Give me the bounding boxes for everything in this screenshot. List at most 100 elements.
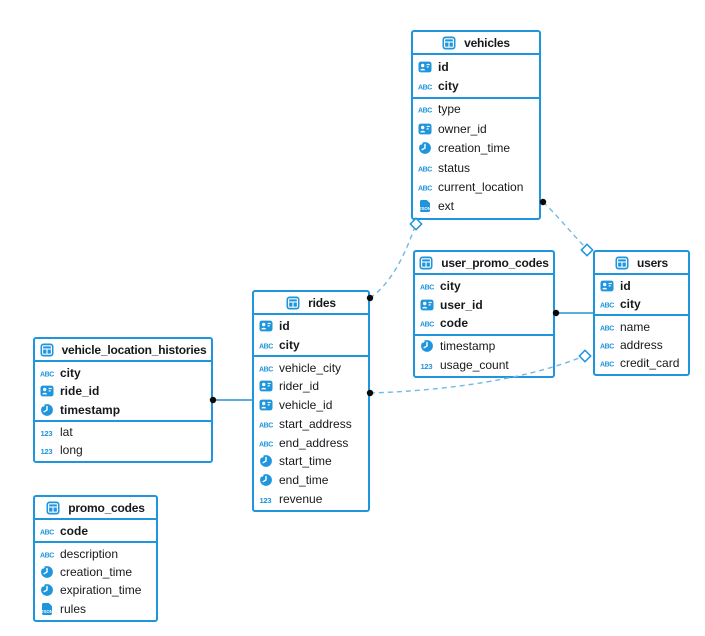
number-type-icon: 123: [40, 444, 58, 456]
relationship-line[interactable]: [542, 201, 585, 247]
field-rides-start_time[interactable]: start_time: [254, 452, 368, 471]
field-name: lat: [60, 424, 73, 439]
json-type-icon: JSON: [418, 199, 436, 213]
field-rides-vehicle_id[interactable]: vehicle_id: [254, 396, 368, 415]
field-rides-city[interactable]: ABC city: [254, 336, 368, 355]
svg-text:ABC: ABC: [418, 85, 432, 92]
timestamp-type-icon: [418, 141, 436, 155]
field-promo_codes-expiration_time[interactable]: expiration_time: [35, 581, 156, 599]
svg-text:ABC: ABC: [259, 441, 273, 448]
table-header[interactable]: vehicles: [413, 32, 539, 55]
text-type-icon: ABC: [600, 339, 618, 351]
field-users-city[interactable]: ABC city: [595, 295, 688, 313]
field-vehicle_location_histories-ride_id[interactable]: ride_id: [35, 382, 211, 400]
field-name: start_address: [279, 416, 352, 431]
primary-key-separator: [35, 541, 156, 544]
table-name: vehicles: [464, 35, 510, 50]
field-name: city: [279, 338, 300, 353]
text-type-icon: ABC: [259, 362, 277, 374]
table-header[interactable]: users: [595, 252, 688, 275]
text-type-icon: ABC: [418, 162, 436, 174]
table-icon: [286, 296, 304, 310]
field-name: timestamp: [60, 402, 121, 417]
field-vehicles-owner_id[interactable]: owner_id: [413, 119, 539, 138]
svg-text:123: 123: [260, 496, 272, 505]
field-users-id[interactable]: id: [595, 277, 688, 295]
table-icon: [40, 343, 58, 357]
field-name: rules: [60, 601, 87, 616]
field-vehicles-id[interactable]: id: [413, 57, 539, 76]
field-name: start_time: [279, 454, 332, 469]
table-header[interactable]: user_promo_codes: [415, 252, 553, 275]
field-name: timestamp: [440, 339, 496, 354]
relationship-vehicle_location_histories-rides[interactable]: [209, 396, 252, 404]
relationship-endpoint-diamond: [580, 243, 594, 257]
number-type-icon: 123: [40, 426, 58, 438]
svg-text:ABC: ABC: [600, 303, 614, 310]
field-promo_codes-creation_time[interactable]: creation_time: [35, 563, 156, 581]
field-name: city: [620, 297, 641, 312]
uuid-type-icon: [418, 60, 436, 74]
field-name: id: [438, 59, 449, 74]
text-type-icon: ABC: [259, 437, 277, 449]
field-name: creation_time: [60, 565, 133, 580]
timestamp-type-icon: [40, 403, 58, 417]
timestamp-type-icon: [40, 583, 58, 597]
field-rides-rider_id[interactable]: rider_id: [254, 377, 368, 396]
svg-text:ABC: ABC: [259, 422, 273, 429]
timestamp-type-icon: [259, 473, 277, 487]
table-header[interactable]: promo_codes: [35, 497, 156, 520]
table-header[interactable]: vehicle_location_histories: [35, 339, 211, 362]
relationship-line[interactable]: [369, 228, 415, 299]
table-header[interactable]: rides: [254, 292, 368, 315]
svg-text:ABC: ABC: [259, 344, 273, 351]
table-name: user_promo_codes: [441, 255, 549, 270]
relationship-user_promo_codes-users[interactable]: [552, 309, 593, 317]
primary-key-separator: [35, 419, 211, 422]
field-name: user_id: [440, 297, 483, 312]
field-vehicle_location_histories-timestamp[interactable]: timestamp: [35, 400, 211, 418]
field-rides-start_address[interactable]: ABC start_address: [254, 415, 368, 434]
field-user_promo_codes-user_id[interactable]: user_id: [415, 296, 553, 315]
field-rides-id[interactable]: id: [254, 317, 368, 336]
field-name: name: [620, 319, 651, 334]
table-icon: [46, 501, 64, 515]
text-type-icon: ABC: [418, 181, 436, 193]
field-user_promo_codes-timestamp[interactable]: timestamp: [415, 337, 553, 356]
field-rides-end_time[interactable]: end_time: [254, 471, 368, 490]
field-name: city: [60, 366, 81, 381]
relationship-vehicles-users[interactable]: [539, 198, 594, 257]
field-vehicles-creation_time[interactable]: creation_time: [413, 139, 539, 158]
svg-text:ABC: ABC: [418, 166, 432, 173]
svg-text:ABC: ABC: [40, 552, 54, 559]
table-icon: [442, 36, 460, 50]
text-type-icon: ABC: [420, 317, 438, 329]
